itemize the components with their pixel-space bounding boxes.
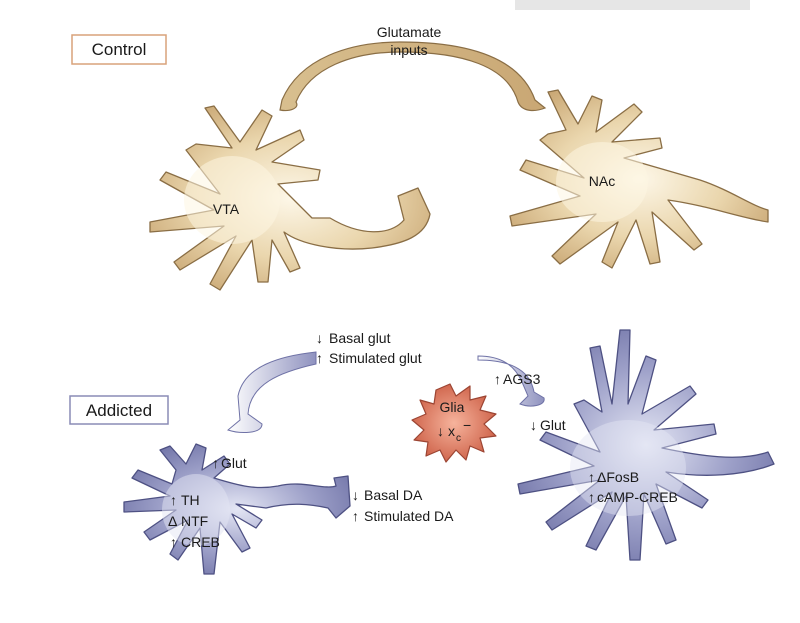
glia-xc-label: x (448, 423, 455, 439)
nac-camp-creb-arrow: ↑ (588, 489, 595, 505)
control-panel: Control Glutamate inputs VTA NAc (71, 24, 769, 291)
nac-fosb-note: ΔFosB (597, 469, 639, 485)
nac-camp-creb-note: cAMP-CREB (597, 489, 678, 505)
glia-xc-superscript: − (463, 417, 471, 433)
vta-th-arrow: ↑ (170, 492, 177, 508)
addicted-glutamate-axon-left (226, 351, 317, 433)
stimulated-glut-arrow: ↑ (316, 350, 323, 366)
glutamate-label-line1: Glutamate (377, 24, 442, 40)
nac-glut-note: Glut (540, 417, 566, 433)
glia-cell (411, 383, 497, 463)
addicted-label-box (69, 395, 169, 425)
addicted-nac-neuron (517, 329, 775, 561)
stimulated-glut-note: Stimulated glut (329, 350, 422, 366)
basal-da-arrow: ↓ (352, 487, 359, 503)
control-nac-neuron (509, 89, 769, 269)
control-label: Control (92, 40, 147, 59)
vta-label: VTA (213, 201, 240, 217)
basal-glut-arrow: ↓ (316, 330, 323, 346)
vta-glut-note: Glut (221, 455, 247, 471)
glia-xc-arrow: ↓ (437, 423, 444, 439)
addicted-label: Addicted (86, 401, 152, 420)
ags3-note: AGS3 (503, 371, 541, 387)
addicted-vta-neuron (123, 443, 351, 575)
control-label-box (71, 34, 167, 65)
stimulated-da-note: Stimulated DA (364, 508, 454, 524)
addicted-glutamate-axon-right (477, 355, 545, 407)
glia-label: Glia (440, 399, 465, 415)
vta-th-note: TH (181, 492, 200, 508)
top-shadow-strip (515, 0, 750, 10)
vta-creb-arrow: ↑ (170, 534, 177, 550)
control-vta-neuron (149, 105, 431, 291)
vta-glut-arrow: ↑ (212, 455, 219, 471)
stimulated-da-arrow: ↑ (352, 508, 359, 524)
vta-ntf-arrow: Δ (168, 513, 177, 529)
nac-glut-arrow: ↓ (530, 417, 537, 433)
basal-da-note: Basal DA (364, 487, 423, 503)
nac-fosb-arrow: ↑ (588, 469, 595, 485)
control-glutamate-axon (279, 41, 547, 112)
vta-ntf-note: NTF (181, 513, 208, 529)
nac-label: NAc (589, 173, 615, 189)
addicted-panel: Addicted ↓ Basal glut ↑ Stimulated glut … (69, 329, 775, 575)
basal-glut-note: Basal glut (329, 330, 391, 346)
ags3-arrow: ↑ (494, 371, 501, 387)
vta-creb-note: CREB (181, 534, 220, 550)
glia-xc-subscript: c (456, 433, 461, 444)
glutamate-label-line2: inputs (390, 42, 427, 58)
